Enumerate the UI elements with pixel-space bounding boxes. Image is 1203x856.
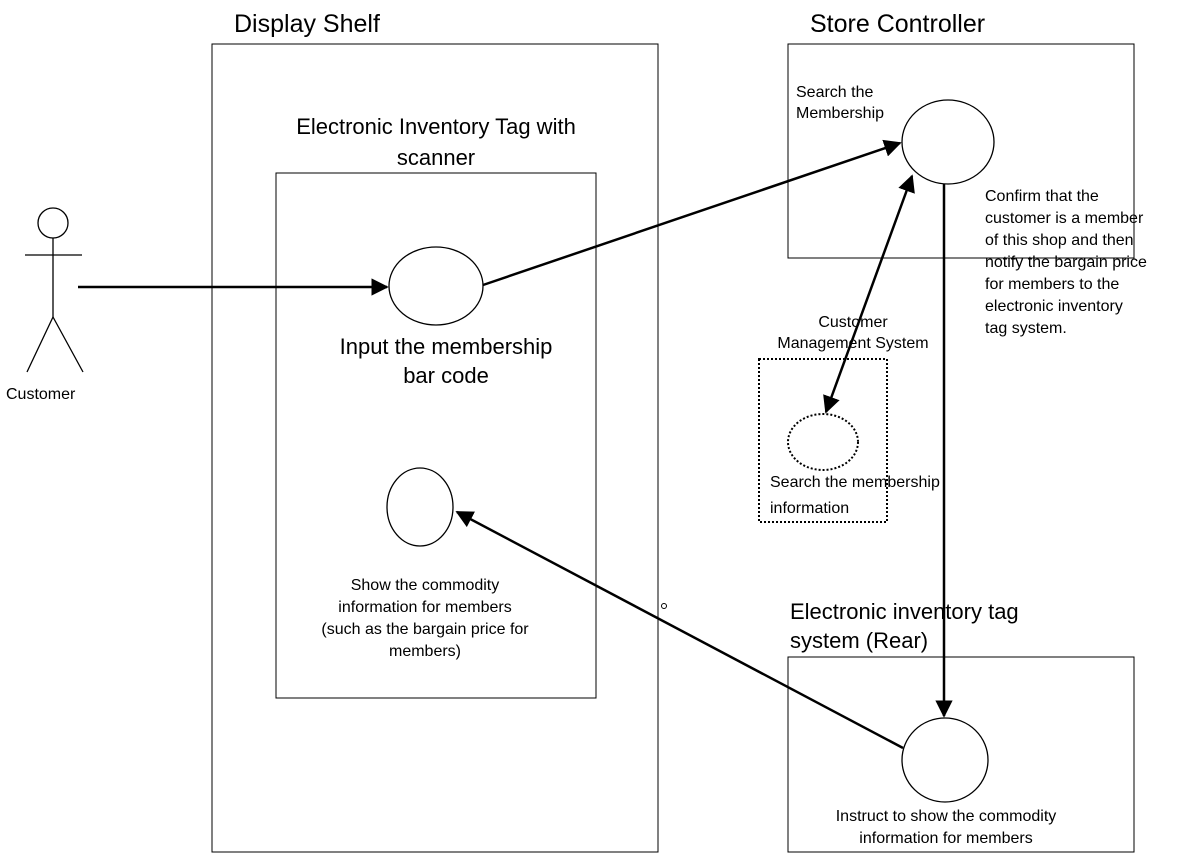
tag-with-scanner-title-line1: Electronic Inventory Tag with — [296, 114, 576, 139]
search-membership-info-usecase — [787, 413, 859, 471]
instruct-to-show-arrow — [455, 510, 904, 750]
instruct-show-label: Instruct to show the commodity informati… — [796, 806, 1096, 850]
instruct-show-label-line1: Instruct to show the commodity — [835, 808, 1057, 825]
customer-actor-icon — [25, 207, 84, 373]
search-membership-usecase — [901, 99, 995, 185]
search-to-info-arrow — [823, 174, 915, 414]
confirm-note-line6: electronic inventory — [985, 298, 1123, 315]
show-commodity-label-line1: Show the commodity — [350, 577, 500, 594]
search-membership-info-label-line2: information — [770, 500, 850, 517]
tag-with-scanner-box — [275, 172, 597, 699]
input-barcode-usecase — [388, 246, 484, 326]
show-commodity-label-line4: members) — [388, 643, 461, 660]
show-commodity-label: Show the commodity information for membe… — [290, 575, 560, 663]
store-controller-title: Store Controller — [810, 10, 986, 38]
confirm-note-line2: customer is a member — [985, 210, 1144, 227]
instruct-show-label-line2: information for members — [859, 830, 1033, 847]
input-barcode-label: Input the membership bar code — [296, 332, 596, 390]
customer-mgmt-box — [758, 358, 888, 523]
search-membership-label-line2: Membership — [796, 105, 885, 122]
instruct-show-usecase — [901, 717, 989, 803]
confirm-note-line1: Confirm that the — [985, 188, 1099, 205]
tag-with-scanner-title: Electronic Inventory Tag with scanner — [250, 114, 622, 171]
display-shelf-box — [211, 43, 659, 853]
search-membership-info-label: Search the membership information — [770, 470, 940, 522]
confirm-note-line5: for members to the — [985, 276, 1120, 293]
search-membership-label-line1: Search the — [796, 84, 874, 101]
show-commodity-usecase — [386, 467, 454, 547]
display-shelf-title: Display Shelf — [234, 10, 380, 38]
eit-rear-box — [787, 656, 1135, 853]
input-barcode-label-line2: bar code — [403, 363, 489, 388]
store-controller-box — [787, 43, 1135, 259]
confirm-note-line3: of this shop and then — [985, 232, 1134, 249]
customer-label: Customer — [6, 386, 76, 403]
confirm-note-line4: notify the bargain price — [985, 254, 1147, 271]
tag-with-scanner-title-line2: scanner — [396, 145, 476, 170]
search-membership-label: Search the Membership — [796, 82, 884, 124]
show-commodity-label-line3: (such as the bargain price for — [321, 621, 529, 638]
eit-rear-title-line2: system (Rear) — [790, 628, 929, 653]
eit-rear-title-line1: Electronic inventory tag — [790, 599, 1019, 624]
search-membership-info-label-line1: Search the membership — [770, 474, 940, 491]
input-to-search-arrow — [482, 139, 902, 287]
customer-mgmt-title: Customer Management System — [748, 312, 958, 354]
customer-mgmt-title-line2: Management System — [777, 335, 929, 352]
show-commodity-label-line2: information for members — [338, 599, 512, 616]
confirm-note: Confirm that the customer is a member of… — [985, 186, 1147, 340]
customer-mgmt-title-line1: Customer — [818, 314, 888, 331]
small-circle-mark — [661, 603, 667, 609]
confirm-note-line7: tag system. — [985, 320, 1067, 337]
input-barcode-label-line1: Input the membership — [339, 334, 553, 359]
eit-rear-title: Electronic inventory tag system (Rear) — [790, 597, 1019, 655]
